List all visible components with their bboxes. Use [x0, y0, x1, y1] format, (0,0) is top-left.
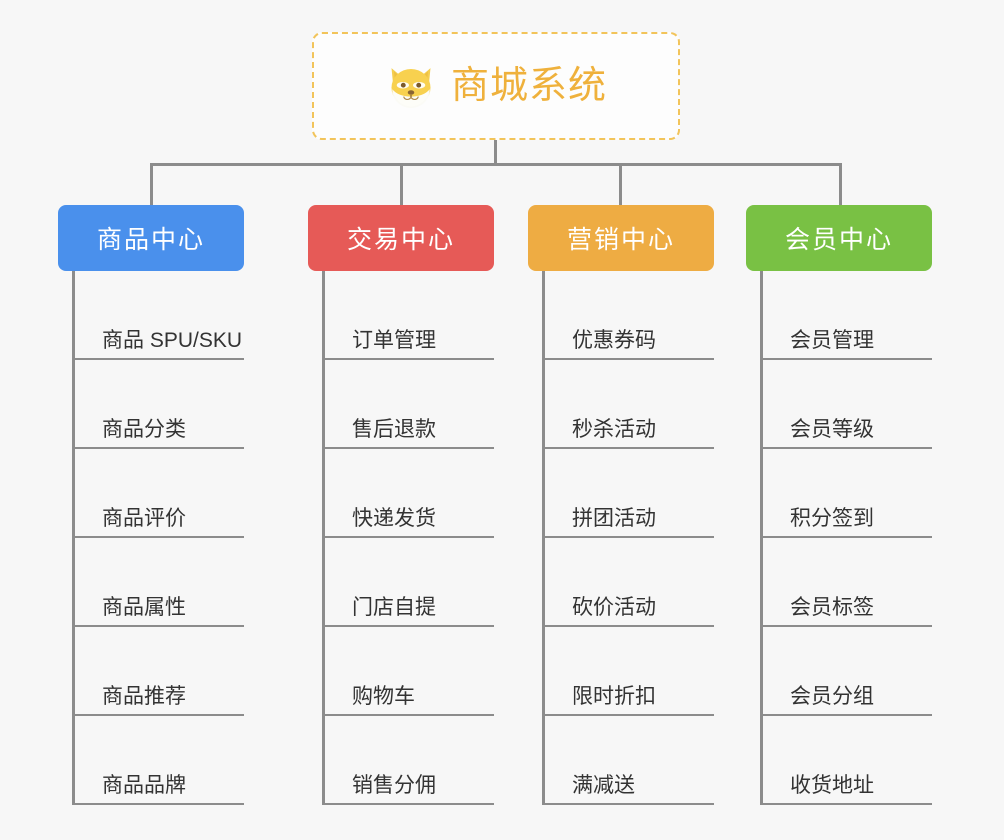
root-title: 商城系统: [450, 65, 607, 107]
sub-item[interactable]: 售后退款: [322, 360, 494, 449]
shiba-dog-icon: [391, 68, 431, 109]
sub-item[interactable]: 销售分佣: [322, 716, 494, 805]
sub-item-label: 商品分类: [102, 417, 186, 441]
sub-item[interactable]: 会员标签: [760, 538, 932, 627]
sub-item[interactable]: 快递发货: [322, 449, 494, 538]
sub-item-label: 商品 SPU/SKU: [102, 328, 243, 352]
sub-item[interactable]: 秒杀活动: [542, 360, 714, 449]
sub-item-list: 订单管理售后退款快递发货门店自提购物车销售分佣: [322, 271, 494, 805]
connector-horizontal-bus: [150, 163, 842, 166]
sub-item[interactable]: 优惠券码: [542, 271, 714, 360]
sub-item-label: 售后退款: [352, 417, 436, 441]
sub-item-label: 收货地址: [790, 773, 874, 797]
category-rail: [760, 271, 763, 805]
sub-item[interactable]: 积分签到: [760, 449, 932, 538]
sub-item-label: 销售分佣: [352, 773, 436, 797]
sub-item[interactable]: 收货地址: [760, 716, 932, 805]
sub-item-label: 购物车: [352, 684, 415, 708]
sub-item-list: 优惠券码秒杀活动拼团活动砍价活动限时折扣满减送: [542, 271, 714, 805]
sub-item-label: 会员分组: [790, 684, 874, 708]
root-node[interactable]: 商城系统: [312, 32, 680, 140]
category-header[interactable]: 营销中心: [528, 205, 714, 271]
sub-item-label: 限时折扣: [572, 684, 656, 708]
sub-item[interactable]: 商品评价: [72, 449, 244, 538]
category-header[interactable]: 交易中心: [308, 205, 494, 271]
connector-drop-1: [150, 163, 153, 205]
sub-item[interactable]: 会员分组: [760, 627, 932, 716]
sub-item-label: 商品评价: [102, 506, 186, 530]
connector-drop-3: [619, 163, 622, 205]
sub-item-label: 门店自提: [352, 595, 436, 619]
sub-item[interactable]: 商品品牌: [72, 716, 244, 805]
sub-item[interactable]: 会员等级: [760, 360, 932, 449]
sub-item-label: 砍价活动: [572, 595, 656, 619]
sub-item-label: 会员等级: [790, 417, 874, 441]
category-header[interactable]: 商品中心: [58, 205, 244, 271]
sub-item[interactable]: 门店自提: [322, 538, 494, 627]
sub-item[interactable]: 商品 SPU/SKU: [72, 271, 244, 360]
category-rail: [72, 271, 75, 805]
sub-item[interactable]: 满减送: [542, 716, 714, 805]
sub-item[interactable]: 商品推荐: [72, 627, 244, 716]
sub-item[interactable]: 会员管理: [760, 271, 932, 360]
sub-item[interactable]: 砍价活动: [542, 538, 714, 627]
category-rail: [542, 271, 545, 805]
connector-drop-4: [839, 163, 842, 205]
category-header[interactable]: 会员中心: [746, 205, 932, 271]
sub-item-label: 商品推荐: [102, 684, 186, 708]
sub-item-label: 会员标签: [790, 595, 874, 619]
sub-item[interactable]: 拼团活动: [542, 449, 714, 538]
sub-item-label: 会员管理: [790, 328, 874, 352]
sub-item-label: 商品品牌: [102, 773, 186, 797]
sub-item[interactable]: 限时折扣: [542, 627, 714, 716]
connector-root-stem: [494, 140, 497, 165]
sub-item-label: 订单管理: [352, 328, 436, 352]
connector-drop-2: [400, 163, 403, 205]
sub-item-label: 快递发货: [352, 506, 436, 530]
sub-item[interactable]: 商品分类: [72, 360, 244, 449]
sub-item[interactable]: 订单管理: [322, 271, 494, 360]
sub-item-label: 积分签到: [790, 506, 874, 530]
sub-item-label: 满减送: [572, 773, 635, 797]
category-rail: [322, 271, 325, 805]
sub-item[interactable]: 购物车: [322, 627, 494, 716]
sub-item-list: 会员管理会员等级积分签到会员标签会员分组收货地址: [760, 271, 932, 805]
sub-item-label: 商品属性: [102, 595, 186, 619]
sub-item[interactable]: 商品属性: [72, 538, 244, 627]
sub-item-label: 秒杀活动: [572, 417, 656, 441]
sub-item-label: 优惠券码: [572, 328, 656, 352]
sub-item-list: 商品 SPU/SKU 商品分类商品评价商品属性商品推荐商品品牌: [72, 271, 244, 805]
sub-item-label: 拼团活动: [572, 506, 656, 530]
